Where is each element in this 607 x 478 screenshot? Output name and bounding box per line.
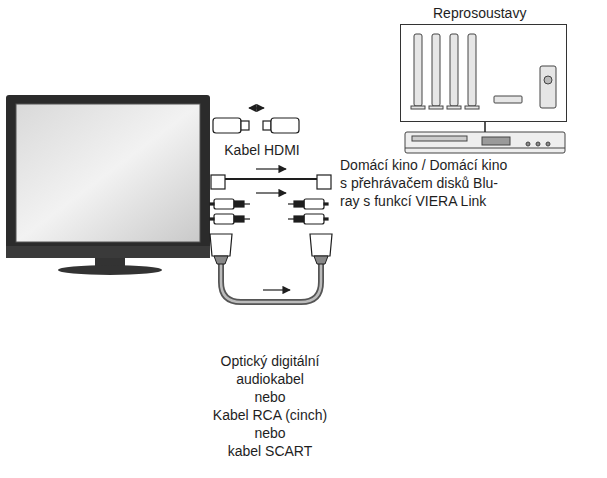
tv-set-part (95, 258, 125, 266)
optical-cable-part (225, 178, 317, 180)
node-heading: Reprosoustavy (433, 4, 526, 22)
rca-cable-part (234, 216, 244, 222)
rca-cable-part (256, 192, 286, 193)
home-theater-unit-part (405, 148, 565, 149)
speaker-set-part (494, 96, 522, 103)
speaker-set-part (450, 34, 458, 106)
rca-cable-part (210, 218, 214, 220)
rca-cable-part (210, 203, 214, 205)
rca-cable-part (304, 199, 324, 209)
rca-cable-part (214, 214, 234, 224)
speaker-set (411, 34, 556, 109)
optical-cable-part (211, 175, 225, 189)
hdmi-cable-part (213, 118, 241, 133)
rca-cable-part (244, 218, 250, 219)
speaker-set-part (540, 66, 556, 108)
scart-cable-part (310, 234, 332, 256)
scart-cable-part (221, 262, 321, 302)
scart-cable-part (263, 289, 290, 290)
home-theater-unit-part (482, 137, 510, 145)
home-theater-unit-part (536, 142, 540, 146)
scart-cable-part (210, 234, 232, 256)
rca-cable-part (294, 201, 304, 207)
cable-label: Kabel RCA (cinch) (213, 406, 327, 424)
home-theater-unit-part (412, 136, 467, 141)
hdmi-cable-part (271, 118, 299, 133)
speaker-set-part (429, 106, 443, 109)
speaker-set-part (465, 106, 479, 109)
scart-cable (210, 234, 332, 302)
hdmi-cable-part (263, 121, 271, 130)
rca-cable-part (214, 199, 234, 209)
speaker-group-box: Reprosoustavy (400, 24, 567, 122)
hdmi-cable-part (241, 121, 249, 130)
rca-cable-part (304, 214, 324, 224)
scart-cable-part (314, 256, 328, 264)
rca-cable-part (234, 201, 244, 207)
rca-cable-part (324, 203, 328, 205)
optical-cable-part (256, 168, 286, 169)
cable-label: nebo (254, 424, 285, 442)
speaker-set-part (468, 34, 476, 106)
home-theater-unit-part (405, 132, 565, 153)
node-text: Domácí kino / Domácí kino s přehrávačem … (340, 156, 510, 210)
hdmi-cable-part (249, 107, 264, 108)
tv-set-part (58, 265, 162, 275)
home-theater-node: Domácí kino / Domácí kino s přehrávačem … (338, 132, 508, 214)
tv-set (6, 95, 210, 275)
home-theater-unit-part (526, 142, 530, 146)
home-theater-unit-part (546, 142, 550, 146)
rca-cable-part (294, 216, 304, 222)
speaker-set-part (432, 34, 440, 106)
speaker-set-part (414, 34, 422, 106)
hdmi-cable (213, 108, 299, 133)
home-theater-unit (405, 132, 565, 153)
cable-caption-group: Optický digitální audiokabelneboKabel RC… (195, 352, 345, 460)
cable-label: kabel SCART (228, 442, 313, 460)
rca-cable-part (244, 203, 250, 204)
rca-cable-part (324, 218, 328, 220)
cable-label: Optický digitální audiokabel (195, 352, 345, 388)
cable-label: Kabel HDMI (212, 141, 312, 159)
optical-cable (211, 169, 331, 189)
rca-cable (210, 193, 328, 224)
optical-cable-part (317, 175, 331, 189)
scart-cable-part (221, 262, 321, 302)
speaker-set-part (411, 106, 425, 109)
speaker-set-part (447, 106, 461, 109)
tv-set-part (16, 104, 200, 242)
tv-set-part (6, 246, 210, 258)
rca-cable-part (288, 218, 294, 219)
speaker-set-part (544, 76, 552, 84)
cable-label: nebo (254, 388, 285, 406)
tv-set-part (6, 95, 210, 258)
connector-line (484, 122, 486, 132)
scart-cable-part (214, 256, 228, 264)
rca-cable-part (288, 203, 294, 204)
